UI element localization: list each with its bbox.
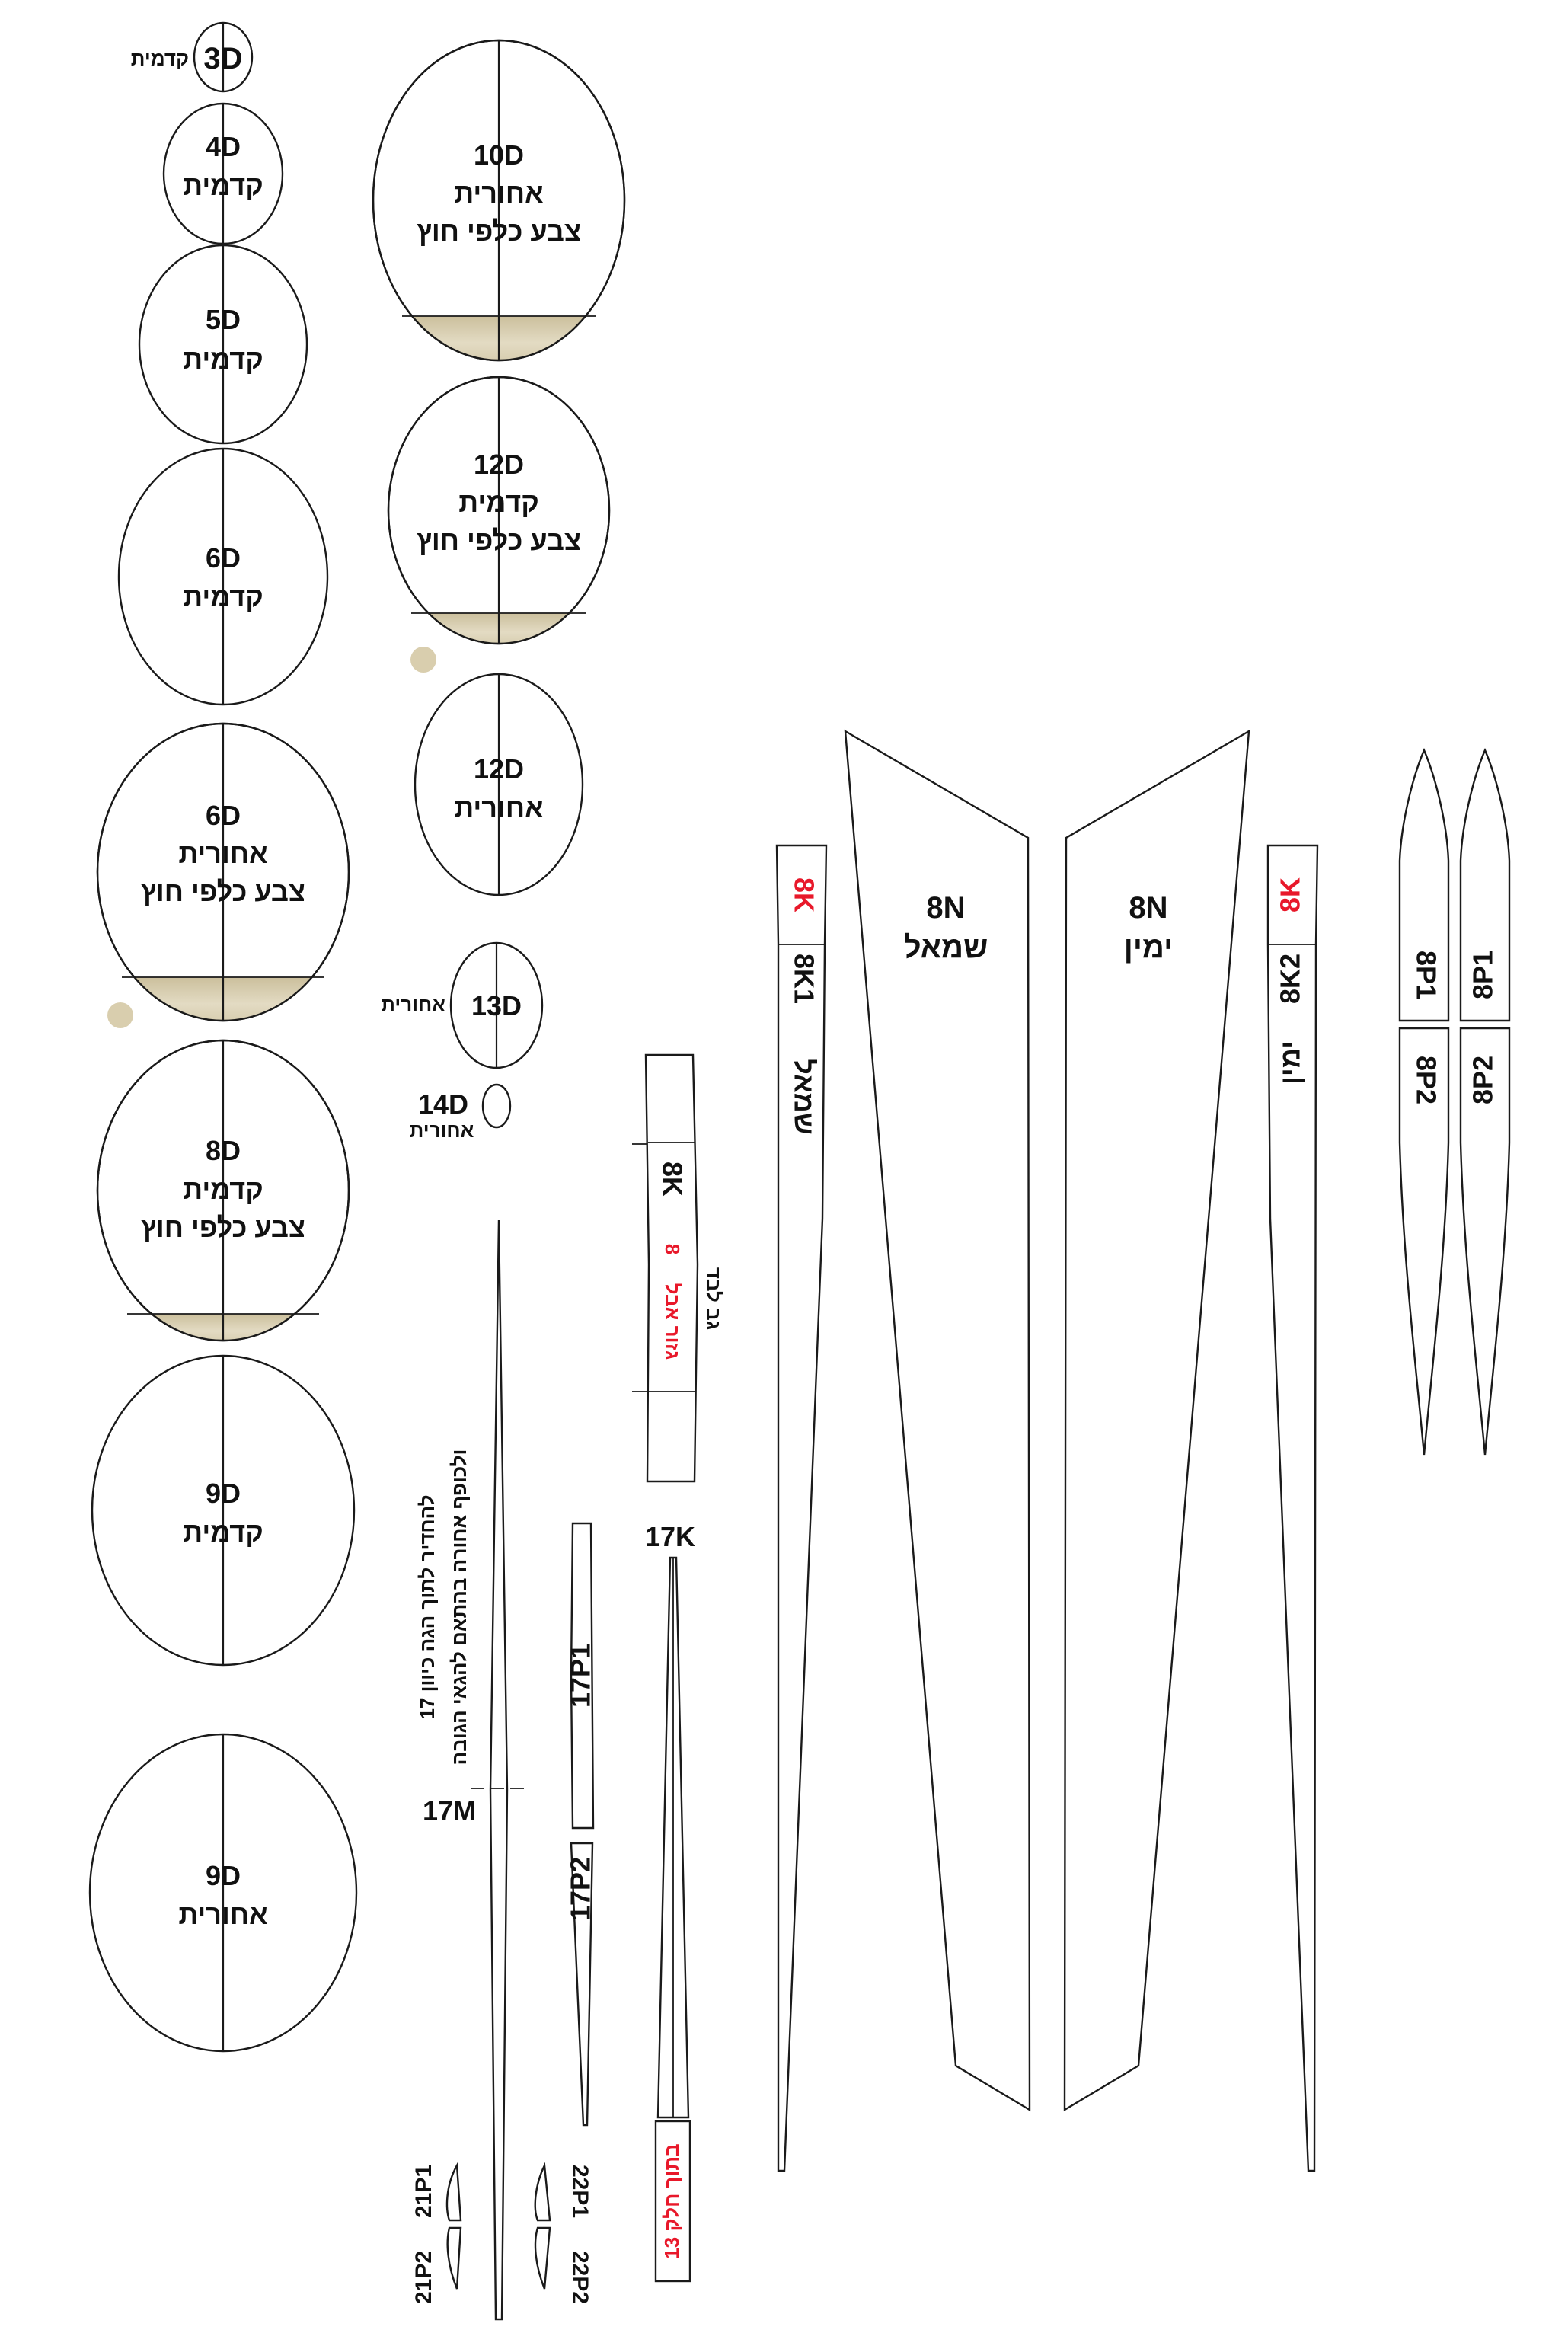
texture-band-6d xyxy=(97,977,349,1021)
piece-14d: 14D אחורית xyxy=(410,1083,512,1142)
label-17p1: 17P1 xyxy=(565,1644,596,1708)
texture-sample-dot-1 xyxy=(107,1002,133,1028)
label-12d-back-side: אחורית xyxy=(454,792,543,823)
label-22p1: 22P1 xyxy=(567,2165,592,2218)
label-9d-front: 9D xyxy=(206,1478,241,1509)
piece-21p2: 21P2 xyxy=(411,2226,462,2304)
label-8k1-side: שמאל xyxy=(788,1059,819,1135)
piece-6d-front: 6D קדמית xyxy=(117,447,329,706)
label-8k2-header: 8K xyxy=(1275,877,1306,912)
piece-10d: 10D אחורית צבע כלפי חוץ xyxy=(372,39,626,362)
label-14d-side: אחורית xyxy=(410,1119,474,1142)
label-8k-strip: 8K xyxy=(656,1162,688,1197)
piece-8n-right: 8N ימין xyxy=(1063,729,1250,2112)
label-8d: 8D xyxy=(206,1135,241,1166)
label-8p1-right: 8P1 xyxy=(1467,951,1499,999)
piece-5d: 5D קדמית xyxy=(138,244,308,445)
piece-4d: 4D קדמית xyxy=(162,102,284,245)
texture-band-12d xyxy=(388,613,609,644)
label-8k1: 8K1 xyxy=(788,954,819,1004)
note-8k-black: גב לבד xyxy=(702,1267,725,1330)
label-8p2-right: 8P2 xyxy=(1467,1056,1499,1104)
piece-17p1: 17P1 xyxy=(565,1522,596,1830)
piece-9d-front: 9D קדמית xyxy=(91,1354,356,1667)
label-13d-side: אחורית xyxy=(381,993,445,1016)
label-8p2-left: 8P2 xyxy=(1410,1056,1442,1104)
piece-8p-left-column: 8P1 8P2 xyxy=(1398,747,1450,1456)
label-3d-side: קדמית xyxy=(131,47,189,70)
piece-8p-right-column: 8P1 8P2 xyxy=(1459,747,1511,1456)
piece-22p2: 22P2 xyxy=(534,2226,592,2304)
label-9d-back: 9D xyxy=(206,1860,241,1891)
piece-12d-front: 12D קדמית צבע כלפי חוץ xyxy=(387,376,611,645)
label-4d: 4D xyxy=(206,131,241,162)
label-8d-side: קדמית xyxy=(183,1174,263,1205)
label-21p1: 21P1 xyxy=(411,2165,436,2218)
piece-8k1: 8K 8K1 שמאל xyxy=(775,844,828,2172)
label-8n-right-side: ימין xyxy=(1124,931,1173,964)
label-17k: 17K xyxy=(645,1521,695,1552)
label-4d-side: קדמית xyxy=(183,170,263,201)
label-12d-front-paint: צבע כלפי חוץ xyxy=(417,525,581,556)
label-22p2: 22P2 xyxy=(567,2251,592,2304)
label-8n-right: 8N xyxy=(1129,891,1167,925)
label-3d: 3D xyxy=(203,42,242,75)
piece-17m: 17M להחדיר לתוך הגה כיוון 17 ולכופף אחור… xyxy=(416,1219,525,2321)
label-9d-front-side: קדמית xyxy=(183,1516,263,1548)
label-8k1-header: 8K xyxy=(788,877,819,912)
piece-8k2: 8K 8K2 ימין xyxy=(1266,844,1319,2172)
label-12d-back: 12D xyxy=(474,753,524,785)
label-17m: 17M xyxy=(423,1795,476,1826)
piece-22p1: 22P1 xyxy=(534,2162,592,2222)
label-12d-front: 12D xyxy=(474,449,524,480)
label-8k-digit: 8 xyxy=(661,1244,684,1254)
label-12d-front-side: קדמית xyxy=(458,487,539,518)
piece-12d-back: 12D אחורית xyxy=(414,673,584,896)
texture-sample-dot-2 xyxy=(410,647,436,673)
label-5d-side: קדמית xyxy=(183,344,263,375)
label-6d-back-side: אחורית xyxy=(178,838,267,869)
label-5d: 5D xyxy=(206,304,241,335)
piece-3d: 3D קדמית xyxy=(131,21,254,93)
label-14d: 14D xyxy=(418,1088,468,1120)
label-8d-paint: צבע כלפי חוץ xyxy=(141,1212,305,1243)
label-6d-front-side: קדמית xyxy=(183,581,263,612)
label-8p1-left: 8P1 xyxy=(1410,951,1442,999)
note-8k-red: גזור אבל xyxy=(661,1283,684,1360)
label-8n-left: 8N xyxy=(926,891,965,925)
label-13d: 13D xyxy=(471,990,522,1021)
note-17m-line1: להחדיר לתוך הגה כיוון 17 xyxy=(416,1494,439,1719)
label-10d: 10D xyxy=(474,139,524,171)
label-9d-back-side: אחורית xyxy=(178,1899,267,1930)
label-6d-front: 6D xyxy=(206,542,241,574)
label-8n-left-side: שמאל xyxy=(904,931,988,964)
texture-band-8d xyxy=(97,1314,349,1341)
label-6d-back: 6D xyxy=(206,800,241,831)
note-17k-inside-13: בתוך חלק 13 xyxy=(660,2143,683,2258)
piece-21p1: 21P1 xyxy=(411,2162,462,2222)
piece-8n-left: 8N שמאל xyxy=(844,729,1031,2112)
label-10d-paint: צבע כלפי חוץ xyxy=(417,216,581,247)
label-21p2: 21P2 xyxy=(411,2251,436,2304)
piece-9d-back: 9D אחורית xyxy=(88,1733,358,2053)
label-6d-back-paint: צבע כלפי חוץ xyxy=(141,876,305,907)
piece-13d: 13D אחורית xyxy=(381,941,544,1069)
piece-8k-strip: 8K 8 גזור אבל גב לבד xyxy=(632,1053,725,1483)
piece-17k: 17K בתוך חלק 13 xyxy=(645,1521,695,2283)
piece-8d: 8D קדמית צבע כלפי חוץ xyxy=(96,1039,350,1342)
label-10d-side: אחורית xyxy=(454,177,543,209)
label-8k2-side: ימין xyxy=(1275,1040,1306,1085)
label-17p2: 17P2 xyxy=(565,1857,596,1921)
note-17m-line2: ולכופף אחורה בהתאם להגאי הגובה xyxy=(448,1449,471,1766)
piece-6d-back: 6D אחורית צבע כלפי חוץ xyxy=(96,722,350,1022)
piece-17p2: 17P2 xyxy=(565,1842,596,2127)
label-8k2: 8K2 xyxy=(1275,954,1306,1004)
